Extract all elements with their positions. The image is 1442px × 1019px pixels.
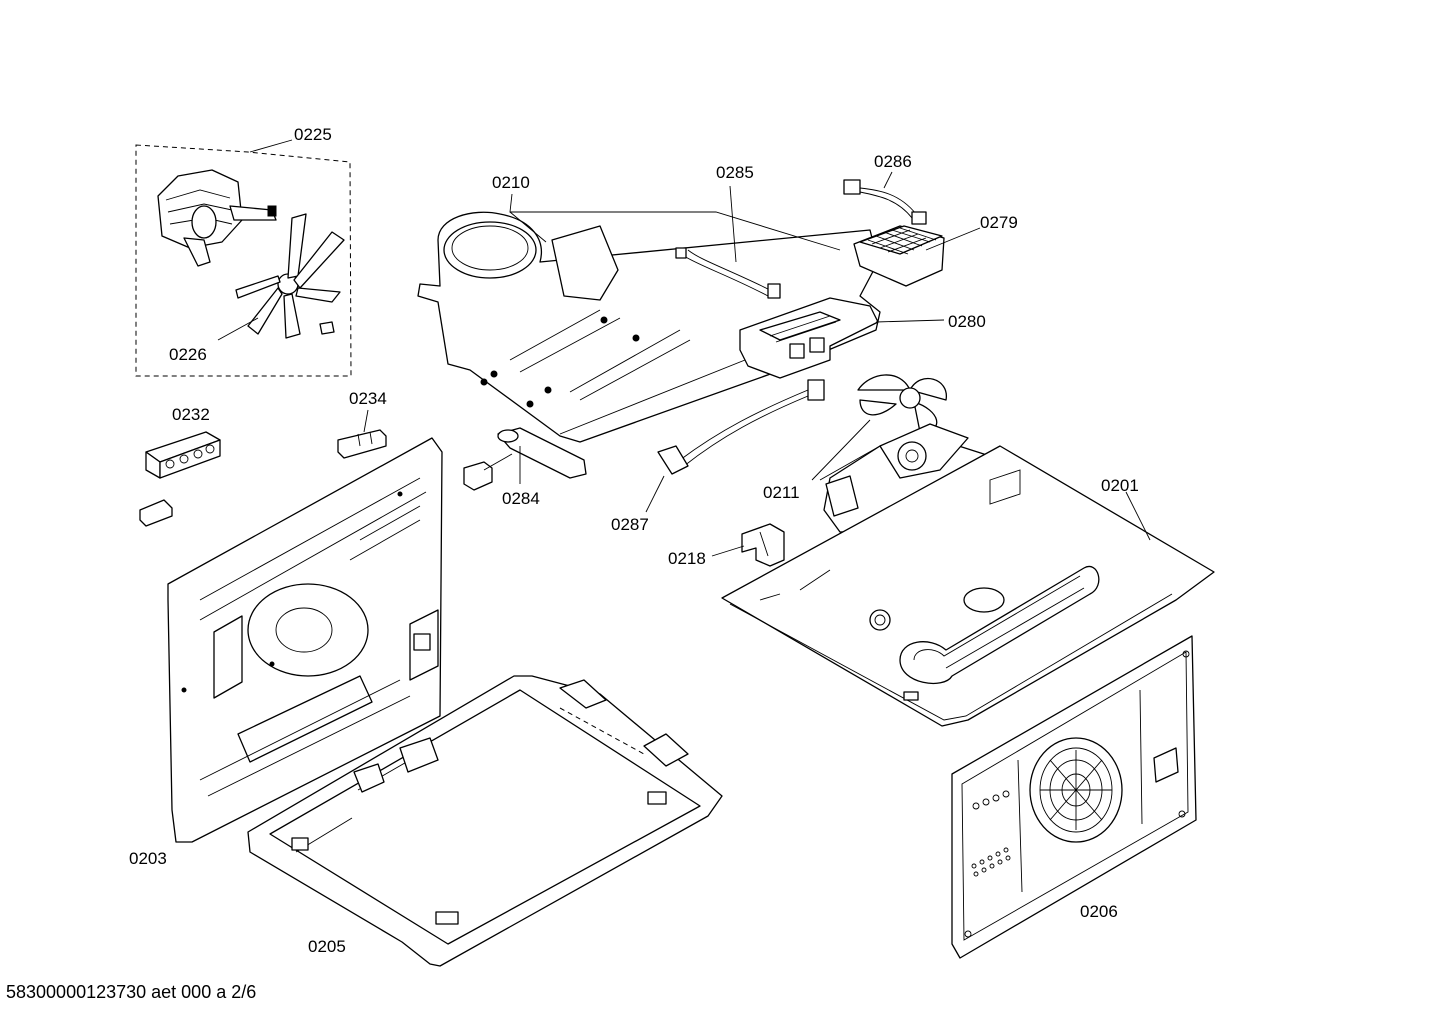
fan-motor-assembly-group: [135, 139, 352, 377]
callout-0234: 0234: [349, 389, 387, 408]
clip-0218[interactable]: [711, 523, 785, 567]
callout-0280: 0280: [948, 312, 986, 331]
callout-0211: 0211: [763, 483, 800, 502]
callout-0232: 0232: [172, 405, 210, 424]
callout-labels: 0225 0226 0232 0234 0210 0285 0286 0279 …: [129, 125, 1139, 956]
cable-0287[interactable]: [645, 379, 825, 513]
callout-0203: 0203: [129, 849, 167, 868]
document-code: 58300000123730 aet 000 a 2/6: [6, 982, 256, 1002]
callout-0287: 0287: [611, 515, 649, 534]
cable-0286[interactable]: [843, 171, 927, 225]
sensor-0284[interactable]: [463, 427, 587, 491]
fan-motor-0225[interactable]: [157, 169, 277, 267]
assembly-dashed-frame: [135, 144, 352, 377]
callout-0210: 0210: [492, 173, 530, 192]
base-plate-0201[interactable]: [721, 445, 1215, 727]
callout-0225: 0225: [294, 125, 332, 144]
electronic-module-0280[interactable]: [739, 297, 945, 379]
callout-0206: 0206: [1080, 902, 1118, 921]
terminal-block-0232[interactable]: [139, 431, 221, 527]
fan-blade-0226[interactable]: [235, 213, 345, 339]
callout-0285: 0285: [716, 163, 754, 182]
bottom-tray-0205[interactable]: [247, 675, 723, 967]
back-panel-0203[interactable]: [167, 437, 443, 843]
callout-0218: 0218: [668, 549, 706, 568]
connector-0234[interactable]: [337, 409, 387, 459]
control-holes: [971, 790, 1011, 877]
wire-harness-0285[interactable]: [675, 185, 781, 299]
callout-0286: 0286: [874, 152, 912, 171]
callout-0279: 0279: [980, 213, 1018, 232]
callout-0201: 0201: [1101, 476, 1139, 495]
front-panel-0206[interactable]: [951, 635, 1197, 959]
heat-sink-0279[interactable]: [853, 225, 981, 287]
callout-0205: 0205: [308, 937, 346, 956]
callout-0226: 0226: [169, 345, 207, 364]
callout-0284: 0284: [502, 489, 540, 508]
